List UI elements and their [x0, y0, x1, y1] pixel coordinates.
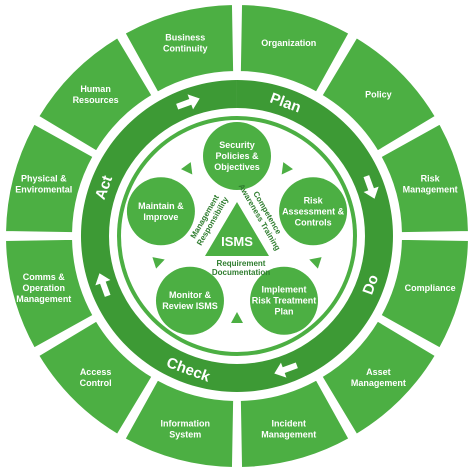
outer-segment-label-line: Business	[165, 32, 205, 42]
flow-arrow-icon	[152, 257, 165, 269]
outer-segment-label-line: Organization	[261, 38, 316, 48]
outer-segment-label-line: Management	[403, 185, 458, 195]
outer-segment[interactable]	[123, 3, 236, 94]
outer-segment[interactable]	[379, 237, 470, 350]
process-circle-label-line: Assessment &	[282, 206, 345, 216]
process-circle-label: Maintain &Improve	[138, 201, 184, 222]
process-circle[interactable]	[203, 122, 271, 190]
arrow-shape	[95, 273, 111, 297]
process-circle-label-line: Review ISMS	[162, 301, 218, 311]
outer-segment-label: Organization	[261, 38, 316, 48]
arrow-shape	[274, 362, 298, 378]
outer-segment[interactable]	[320, 35, 438, 153]
process-circle[interactable]	[126, 177, 195, 246]
process-circle-label: Monitor &Review ISMS	[162, 290, 218, 311]
outer-segment-label-line: Risk	[421, 174, 441, 184]
arrow-shape	[363, 175, 379, 199]
outer-segment-label: Policy	[365, 90, 392, 100]
process-circle-label-line: Improve	[143, 212, 178, 222]
process-circle-label-line: Risk	[304, 195, 324, 205]
flow-arrow-icon	[181, 162, 193, 175]
outer-segment-label: Compliance	[405, 283, 456, 293]
outer-segment[interactable]	[36, 35, 154, 153]
isms-title: ISMS	[221, 234, 253, 249]
process-circle-label-line: Plan	[275, 307, 294, 317]
outer-segment-label-line: Compliance	[405, 283, 456, 293]
outer-segment-label-line: Asset	[366, 367, 391, 377]
outer-segment-label-line: Human	[80, 84, 111, 94]
outer-segment-label-line: Operation	[23, 283, 66, 293]
outer-segment-label-line: Physical &	[21, 174, 67, 184]
outer-segment-label-line: Comms &	[23, 272, 66, 282]
cycle-arrow-icon	[274, 362, 298, 378]
isms-triangle	[205, 202, 269, 256]
phase-label-do: Do	[359, 272, 382, 297]
flow-arrow-shape	[309, 257, 322, 269]
outer-segment-label-line: Information	[160, 419, 210, 429]
process-circle-label-line: Monitor &	[169, 290, 211, 300]
process-circle-label-line: Controls	[295, 217, 332, 227]
outer-segment-label-line: Enviromental	[15, 185, 72, 195]
outer-segment-label-line: Incident	[272, 419, 307, 429]
arrow-shape	[176, 94, 200, 110]
outer-segment-label-line: Management	[16, 294, 71, 304]
outer-segment-label-line: System	[169, 430, 201, 440]
outer-segment-label-line: Resources	[73, 95, 119, 105]
outer-segment-label-line: Control	[80, 378, 112, 388]
outer-segment-label-line: Access	[80, 367, 112, 377]
outer-segment[interactable]	[238, 3, 351, 94]
outer-segment[interactable]	[4, 122, 95, 235]
process-circle[interactable]	[155, 266, 224, 335]
flow-arrow-icon	[231, 312, 243, 323]
center-bottom-label-line: Documentation	[212, 268, 270, 277]
outer-segment[interactable]	[379, 122, 470, 235]
cycle-arrow-icon	[363, 175, 379, 199]
flow-arrow-shape	[181, 162, 193, 175]
process-circle[interactable]	[279, 177, 348, 246]
process-circle-label-line: Risk Treatment	[252, 296, 317, 306]
process-circle-label-line: Security	[219, 140, 255, 150]
center-bottom-label-line: Requirement	[217, 259, 266, 268]
outer-segment[interactable]	[320, 319, 438, 437]
flow-arrow-icon	[281, 162, 293, 175]
process-circle-label-line: Policies &	[215, 151, 259, 161]
flow-arrow-shape	[281, 162, 293, 175]
process-circle-label-line: Implement	[262, 285, 307, 295]
process-circle-label-line: Maintain &	[138, 201, 184, 211]
outer-segment[interactable]	[36, 319, 154, 437]
cycle-arrow-icon	[95, 273, 111, 297]
flow-arrow-shape	[152, 257, 165, 269]
cycle-arrow-icon	[176, 94, 200, 110]
outer-segment[interactable]	[123, 378, 236, 469]
outer-segment[interactable]	[4, 237, 95, 350]
outer-segment-label-line: Policy	[365, 90, 392, 100]
flow-arrow-icon	[309, 257, 322, 269]
outer-segment-label-line: Continuity	[163, 43, 208, 53]
outer-segment[interactable]	[238, 378, 351, 469]
process-circle-label-line: Objectives	[214, 162, 260, 172]
flow-arrow-shape	[231, 312, 243, 323]
process-circle[interactable]	[250, 266, 319, 335]
outer-segment-label: Physical &Enviromental	[15, 174, 72, 195]
outer-segment-label-line: Management	[261, 430, 316, 440]
outer-segment-label-line: Management	[351, 378, 406, 388]
